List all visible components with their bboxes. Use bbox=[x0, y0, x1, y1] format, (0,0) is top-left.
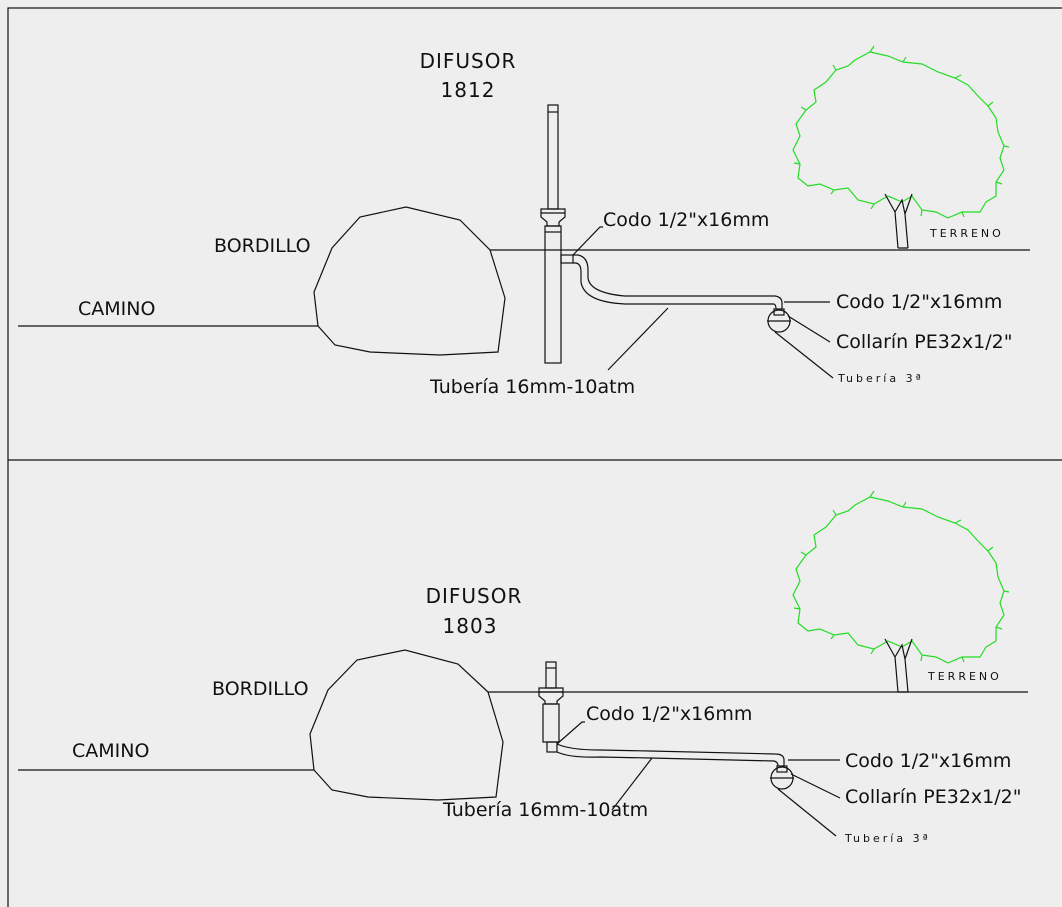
collarin-label: Collarín PE32x1/2" bbox=[845, 786, 1021, 808]
tuberia-16-leader bbox=[607, 307, 669, 371]
tree-icon bbox=[792, 490, 1010, 693]
difusor-icon bbox=[540, 104, 566, 364]
panel-1812: DIFUSOR 1812 BORDILLO CAMINO Codo 1/2"x1… bbox=[18, 45, 1030, 398]
collarin-icon bbox=[770, 765, 794, 790]
codo-top-leader bbox=[556, 721, 585, 745]
camino-label: CAMINO bbox=[78, 298, 155, 320]
camino-label: CAMINO bbox=[72, 740, 149, 762]
tuberia-16mm-pipe bbox=[560, 254, 783, 310]
difusor-model: 1812 bbox=[441, 78, 496, 102]
bordillo-shape bbox=[309, 649, 504, 801]
collarin-label: Collarín PE32x1/2" bbox=[836, 331, 1012, 353]
codo-right-label: Codo 1/2"x16mm bbox=[845, 750, 1011, 772]
collarin-leader bbox=[787, 315, 831, 343]
tuberia-16-label: Tubería 16mm-10atm bbox=[429, 376, 635, 398]
codo-top-label: Codo 1/2"x16mm bbox=[603, 209, 769, 231]
tuberia-3-label: Tubería 3ª bbox=[844, 832, 931, 845]
bordillo-shape bbox=[313, 206, 506, 356]
tuberia-3-leader bbox=[774, 331, 834, 379]
collarin-leader bbox=[790, 773, 841, 799]
difusor-icon bbox=[538, 661, 564, 753]
bordillo-label: BORDILLO bbox=[212, 678, 309, 700]
difusor-label: DIFUSOR bbox=[420, 49, 517, 73]
codo-top-label: Codo 1/2"x16mm bbox=[586, 703, 752, 725]
drawing-frame bbox=[7, 7, 1062, 907]
difusor-label: DIFUSOR bbox=[426, 584, 523, 608]
codo-right-label: Codo 1/2"x16mm bbox=[836, 291, 1002, 313]
terreno-label: TERRENO bbox=[929, 227, 1004, 240]
collarin-icon bbox=[767, 308, 791, 333]
tuberia-3-label: Tubería 3ª bbox=[837, 372, 924, 385]
bordillo-label: BORDILLO bbox=[214, 235, 311, 257]
tuberia-16-leader bbox=[611, 757, 653, 811]
codo-top-leader bbox=[572, 226, 603, 256]
panel-1803: DIFUSOR 1803 BORDILLO CAMINO Codo 1/2"x1… bbox=[18, 490, 1028, 845]
tree-icon bbox=[792, 45, 1010, 249]
tuberia-3-leader bbox=[777, 788, 837, 837]
difusor-model: 1803 bbox=[443, 614, 498, 638]
tuberia-16-label: Tubería 16mm-10atm bbox=[442, 799, 648, 821]
terreno-label: TERRENO bbox=[927, 670, 1002, 683]
tuberia-16mm-pipe bbox=[556, 743, 785, 767]
